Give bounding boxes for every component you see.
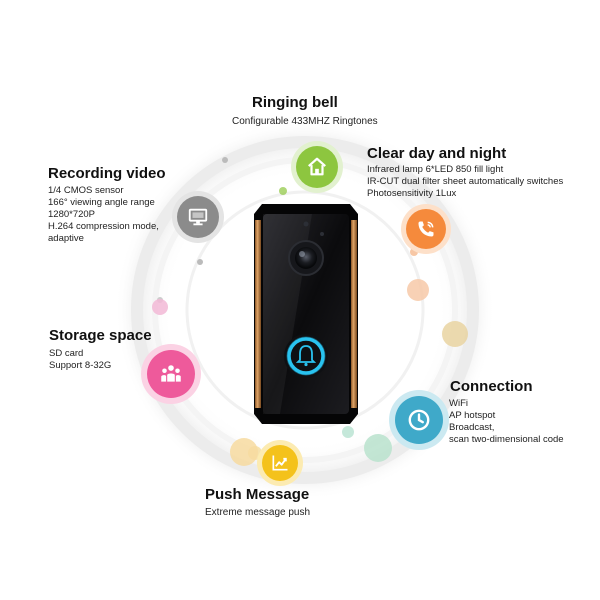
dot bbox=[410, 248, 418, 256]
video-doorbell-device bbox=[254, 204, 358, 424]
chart-icon bbox=[272, 455, 288, 471]
device-trim-right bbox=[351, 220, 357, 408]
connection-badge bbox=[395, 396, 443, 444]
clear-line-2: IR-CUT dual filter sheet automatically s… bbox=[367, 176, 564, 187]
home-icon bbox=[308, 157, 326, 176]
storage-line-2: Support 8-32G bbox=[49, 360, 112, 371]
connection-line-3: Broadcast, bbox=[449, 422, 495, 433]
clear-day-night-title: Clear day and night bbox=[367, 145, 507, 162]
bubble-yellow bbox=[230, 438, 258, 466]
recording-video-badge bbox=[177, 196, 219, 238]
camera-lens bbox=[295, 247, 317, 269]
push-message-badge bbox=[262, 445, 298, 481]
bubble-peach bbox=[407, 279, 429, 301]
bell-icon bbox=[295, 345, 317, 367]
connection-line-2: AP hotspot bbox=[449, 410, 496, 421]
storage-space-title: Storage space bbox=[49, 327, 152, 344]
clear-line-1: Infrared lamp 6*LED 850 fill light bbox=[367, 164, 504, 175]
bell-button-glow bbox=[286, 336, 326, 376]
dot bbox=[197, 259, 203, 265]
ir-sensor bbox=[320, 232, 324, 236]
light-sensor bbox=[303, 221, 309, 227]
push-message-line-1: Extreme message push bbox=[205, 507, 311, 518]
recording-video-title: Recording video bbox=[48, 165, 166, 182]
device-face bbox=[263, 214, 349, 414]
recording-line-2: 166° viewing angle range bbox=[48, 197, 155, 208]
ringing-bell-title: Ringing bell bbox=[252, 94, 338, 111]
clock-icon bbox=[408, 409, 430, 431]
lens-highlight bbox=[299, 251, 305, 257]
recording-line-1: 1/4 CMOS sensor bbox=[48, 185, 124, 196]
device-trim-left bbox=[255, 220, 261, 408]
monitor-icon bbox=[188, 208, 208, 226]
clear-line-3: Photosensitivity 1Lux bbox=[367, 188, 457, 199]
connection-line-4: scan two-dimensional code bbox=[449, 434, 564, 445]
outer-ring bbox=[131, 136, 479, 484]
bubble-pink bbox=[152, 299, 168, 315]
bell-button-ring bbox=[287, 337, 325, 375]
storage-line-1: SD card bbox=[49, 348, 84, 359]
connection-title: Connection bbox=[450, 378, 533, 395]
people-icon bbox=[161, 365, 181, 382]
dot bbox=[222, 157, 228, 163]
clear-day-night-badge bbox=[406, 209, 446, 249]
connection-line-1: WiFi bbox=[449, 398, 468, 409]
push-message-title: Push Message bbox=[205, 486, 310, 503]
bubble-mint bbox=[364, 434, 392, 462]
phone-icon bbox=[418, 221, 434, 237]
recording-line-3: 1280*720P bbox=[48, 209, 96, 220]
storage-space-badge bbox=[147, 350, 195, 398]
dot bbox=[279, 187, 287, 195]
ringing-bell-line-1: Configurable 433MHZ Ringtones bbox=[232, 116, 378, 127]
recording-line-5: adaptive bbox=[48, 233, 84, 244]
inner-ring bbox=[185, 190, 425, 430]
dot bbox=[342, 426, 354, 438]
bubble-sand bbox=[442, 321, 468, 347]
recording-line-4: H.264 compression mode, bbox=[48, 221, 159, 232]
ringing-bell-badge bbox=[296, 146, 338, 188]
